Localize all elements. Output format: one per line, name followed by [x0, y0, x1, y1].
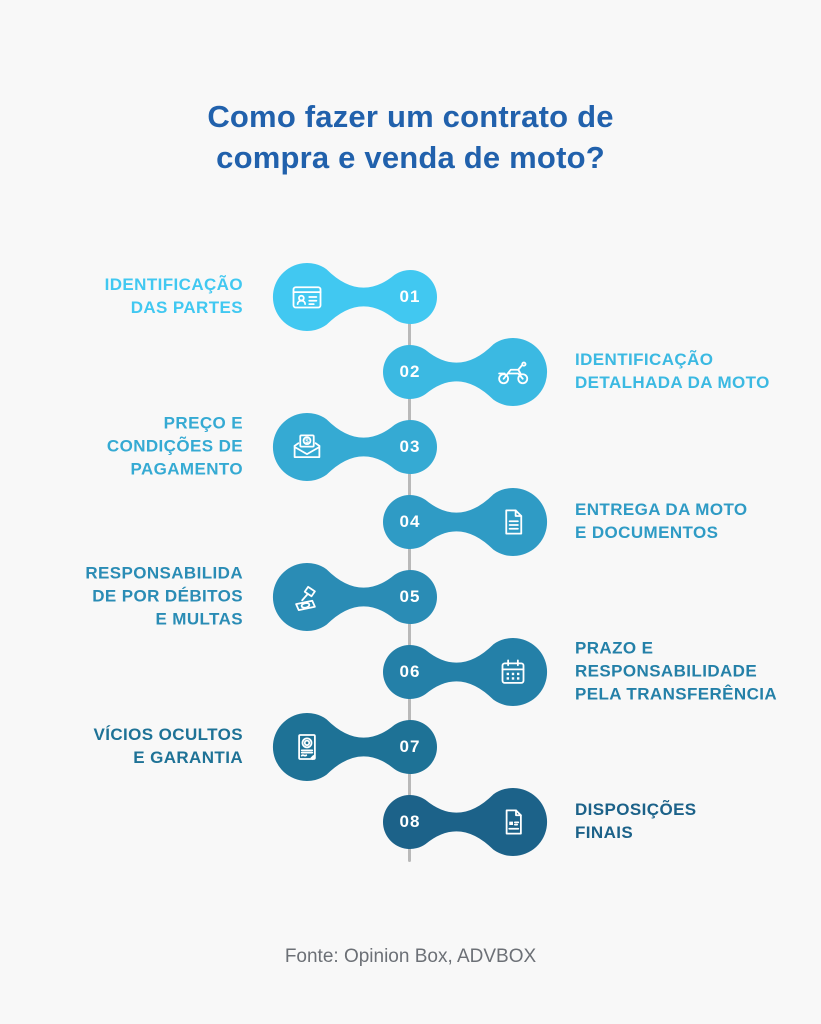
timeline-step-4: 04 ENTREGA DA MOTO E DOCUMENTOS [0, 482, 821, 562]
step-number-badge: 02 [399, 362, 421, 381]
step-number-badge: 05 [399, 587, 421, 606]
step-label: PREÇO E CONDIÇÕES DE PAGAMENTO [106, 413, 243, 479]
step-number-badge: 06 [399, 662, 421, 681]
gavel-money-icon [289, 579, 325, 615]
timeline-step-8: 08 DISPOSIÇÕES FINAIS [0, 782, 821, 862]
id-card-icon [289, 279, 325, 315]
money-envelope-icon: $ [289, 429, 325, 465]
step-label: PRAZO E RESPONSABILIDADE PELA TRANSFERÊN… [575, 638, 778, 704]
step-label: IDENTIFICAÇÃO DETALHADA DA MOTO [575, 350, 770, 392]
step-label: VÍCIOS OCULTOS E GARANTIA [93, 725, 243, 767]
certificate-icon [289, 729, 325, 765]
source-note: Fonte: Opinion Box, ADVBOX [284, 946, 537, 967]
timeline-step-5: 05 RESPONSABILIDA DE POR DÉBITOS E MULTA… [0, 557, 821, 637]
step-label: RESPONSABILIDA DE POR DÉBITOS E MULTAS [85, 563, 243, 629]
document-icon [495, 504, 531, 540]
svg-text:$: $ [305, 439, 309, 445]
page-title: Como fazer um contrato de compra e venda… [207, 99, 614, 176]
timeline-step-1: 01 IDENTIFICAÇÃO DAS PARTES [0, 257, 821, 337]
step-label: DISPOSIÇÕES FINAIS [575, 800, 697, 842]
calendar-icon [495, 654, 531, 690]
timeline-step-6: 06 PRAZO E RESPONSABILIDADE PELA TRANSFE… [0, 632, 821, 712]
step-number-badge: 01 [399, 287, 421, 306]
step-number-badge: 04 [399, 512, 421, 531]
step-number-badge: 03 [399, 437, 421, 456]
step-label: IDENTIFICAÇÃO DAS PARTES [104, 275, 243, 317]
timeline-step-2: 02 IDENTIFICAÇÃO DETALHADA DA MOTO [0, 332, 821, 412]
timeline-step-7: 07 VÍCIOS OCULTOS E GARANTIA [0, 707, 821, 787]
step-number-badge: 07 [399, 737, 421, 756]
step-label: ENTREGA DA MOTO E DOCUMENTOS [575, 500, 748, 542]
timeline-step-3: $ 03 PREÇO E CONDIÇÕES DE PAGAMENTO [0, 407, 821, 487]
final-document-icon [495, 804, 531, 840]
motorcycle-icon [495, 354, 531, 390]
step-number-badge: 08 [399, 812, 421, 831]
